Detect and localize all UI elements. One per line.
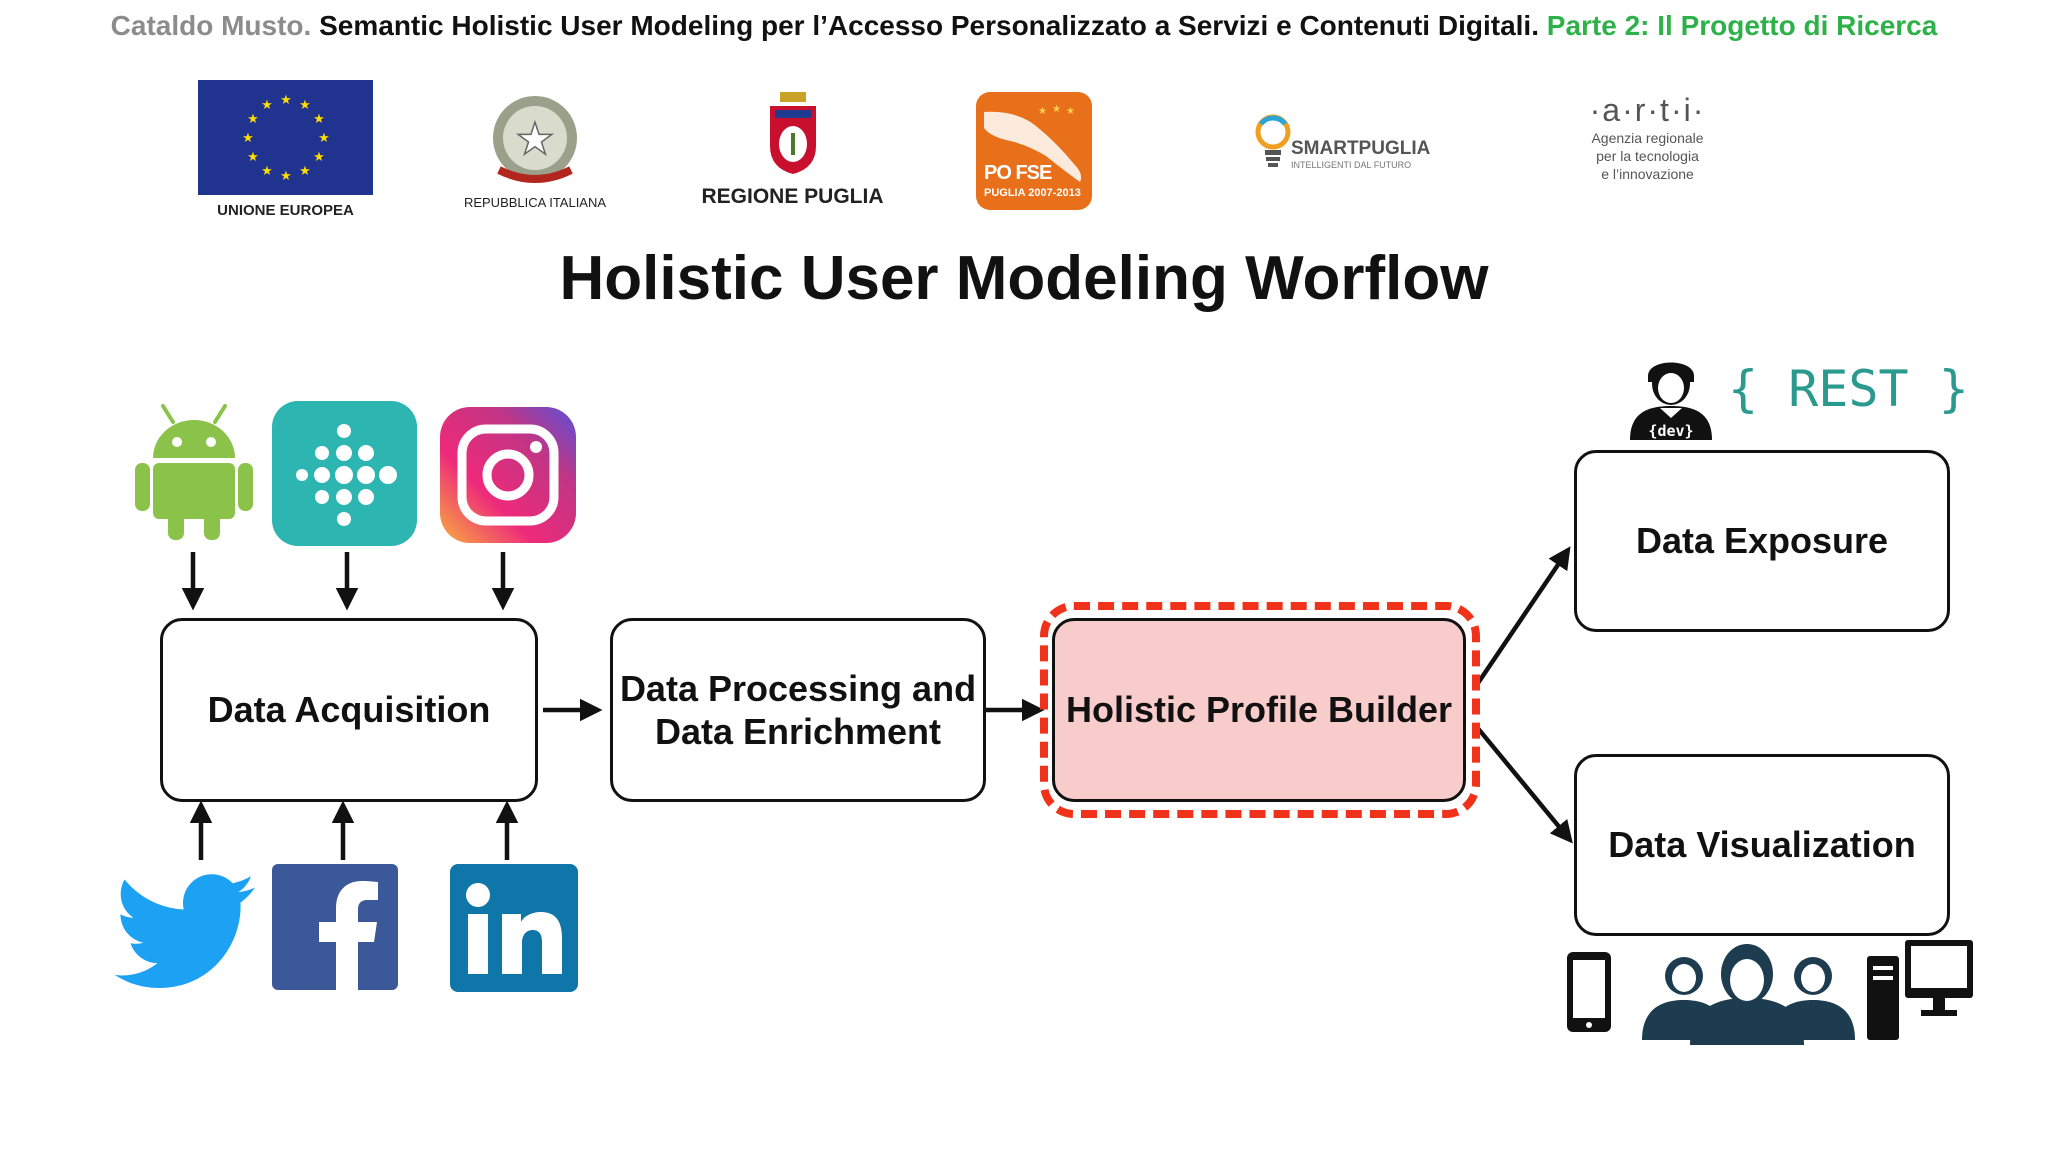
users-icon xyxy=(1642,944,1855,1045)
dev-label: {dev} xyxy=(1648,422,1693,440)
svg-text:★: ★ xyxy=(299,164,311,179)
data-acquisition-box: Data Acquisition xyxy=(160,618,538,802)
desktop-computer-icon xyxy=(1867,940,1973,1040)
header-author: Cataldo Musto. xyxy=(110,10,312,41)
holistic-profile-builder-label: Holistic Profile Builder xyxy=(1065,689,1453,731)
data-visualization-label: Data Visualization xyxy=(1608,824,1916,866)
arrow-builder-to-visualization xyxy=(1474,724,1573,844)
svg-text:★: ★ xyxy=(515,114,554,165)
data-acquisition-label: Data Acquisition xyxy=(207,689,491,731)
smartphone-icon xyxy=(1567,952,1611,1032)
fitbit-icon xyxy=(272,401,417,546)
builder-dashed-highlight xyxy=(1040,602,1480,818)
eu-logo: ★★★ ★★★ ★★★ ★★★ UNIONE EUROPEA xyxy=(198,80,373,219)
italy-caption: REPUBBLICA ITALIANA xyxy=(463,195,607,210)
svg-text:★: ★ xyxy=(1038,106,1047,117)
arti-logo: ·a·r·t·i· Agenzia regionale per la tecno… xyxy=(1565,92,1730,197)
slide-header: Cataldo Musto. Semantic Holistic User Mo… xyxy=(0,10,2048,42)
smartpuglia-name: SMARTPUGLIA xyxy=(1291,138,1431,159)
svg-text:★: ★ xyxy=(280,93,292,108)
twitter-icon xyxy=(115,874,255,988)
puglia-crest-icon xyxy=(770,92,816,174)
puglia-caption: REGIONE PUGLIA xyxy=(701,185,884,208)
arti-line-3: e l’innovazione xyxy=(1601,166,1694,182)
svg-text:★: ★ xyxy=(313,150,325,165)
pofse-logo: ★ ★ ★ PO FSE PUGLIA 2007-2013 xyxy=(976,92,1092,210)
data-processing-label-line-2: Data Enrichment xyxy=(654,711,942,752)
data-exposure-label: Data Exposure xyxy=(1635,520,1889,562)
data-processing-box: Data Processing and Data Enrichment xyxy=(610,618,986,802)
svg-text:★: ★ xyxy=(313,112,325,127)
slide-title: Holistic User Modeling Worflow xyxy=(559,244,1489,313)
header-title: Semantic Holistic User Modeling per l’Ac… xyxy=(319,10,1539,41)
linkedin-icon xyxy=(450,864,578,992)
header-part: Parte 2: Il Progetto di Ricerca xyxy=(1546,10,1938,41)
pofse-title: PO FSE xyxy=(984,162,1052,184)
puglia-logo: REGIONE PUGLIA xyxy=(700,88,885,213)
italy-logo: ★ REPUBBLICA ITALIANA xyxy=(455,88,615,213)
data-exposure-box: Data Exposure xyxy=(1574,450,1950,632)
svg-text:★: ★ xyxy=(299,98,311,113)
developer-icon: {dev} xyxy=(1630,362,1712,440)
pofse-subtitle: PUGLIA 2007-2013 xyxy=(984,187,1081,199)
smartpuglia-tagline: INTELLIGENTI DAL FUTURO xyxy=(1291,160,1412,170)
instagram-icon xyxy=(440,407,576,543)
arti-wordmark: ·a·r·t·i· xyxy=(1589,92,1706,128)
svg-text:★: ★ xyxy=(242,131,254,146)
rest-label: { REST } xyxy=(1728,360,1969,418)
pofse-map-icon: ★ ★ ★ xyxy=(984,104,1082,182)
arti-line-1: Agenzia regionale xyxy=(1591,130,1704,146)
svg-text:★: ★ xyxy=(1066,106,1075,117)
italy-emblem-icon: ★ xyxy=(493,96,577,183)
arrow-builder-to-exposure xyxy=(1474,546,1571,688)
holistic-profile-builder-box: Holistic Profile Builder xyxy=(1052,618,1466,802)
smartpuglia-logo: SMARTPUGLIA INTELLIGENTI DAL FUTURO xyxy=(1253,108,1448,183)
svg-text:★: ★ xyxy=(280,169,292,184)
eu-caption: UNIONE EUROPEA xyxy=(217,202,354,219)
eu-flag-icon: ★★★ ★★★ ★★★ ★★★ xyxy=(198,80,373,195)
android-icon xyxy=(135,404,253,540)
svg-text:★: ★ xyxy=(261,164,273,179)
lightbulb-icon xyxy=(1255,114,1291,167)
svg-text:★: ★ xyxy=(318,131,330,146)
svg-text:★: ★ xyxy=(261,98,273,113)
facebook-icon xyxy=(272,864,398,990)
data-processing-label-line-1: Data Processing and xyxy=(619,667,977,709)
data-visualization-box: Data Visualization xyxy=(1574,754,1950,936)
svg-text:★: ★ xyxy=(247,150,259,165)
svg-text:★: ★ xyxy=(247,112,259,127)
svg-text:★: ★ xyxy=(1052,104,1061,115)
arti-line-2: per la tecnologia xyxy=(1596,148,1699,164)
